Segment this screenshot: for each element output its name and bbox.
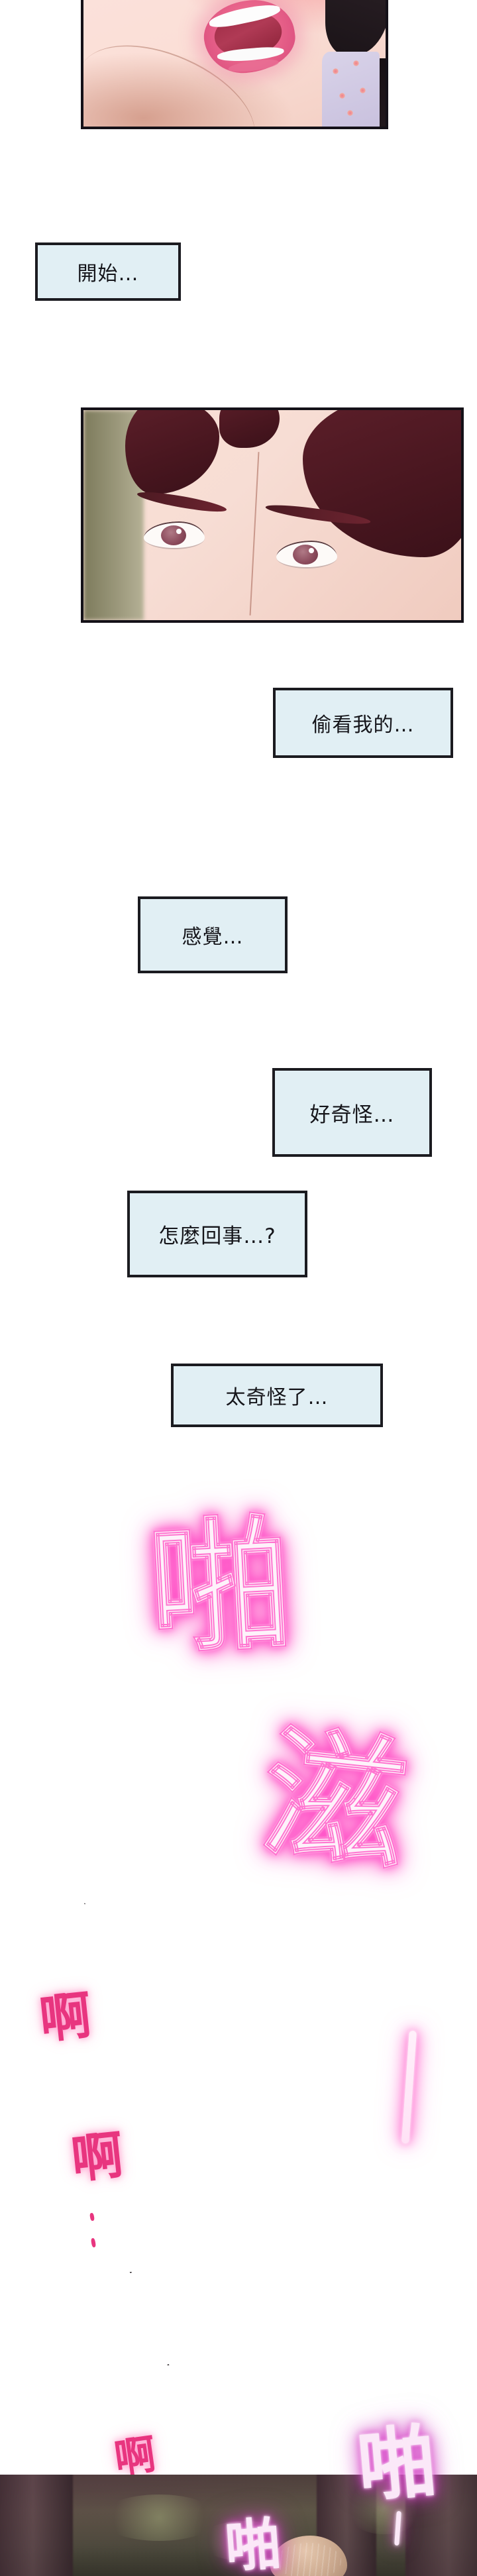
figure-head (270, 2536, 347, 2576)
sfx-long-dash-stroke (401, 2030, 417, 2144)
tree-trunk-left (0, 2475, 73, 2576)
caption-peeking: 偷看我的… (273, 688, 453, 758)
panel-open-mouth-closeup (81, 0, 388, 129)
shout-bubble-aa (46, 1903, 188, 2273)
caption-strange: 好奇怪… (272, 1068, 432, 1157)
shout-tail-dot-lower (90, 2237, 97, 2248)
panel-eyes-closeup (81, 407, 464, 623)
tree-trunk-right (405, 2475, 477, 2576)
floral-fabric (322, 51, 380, 127)
caption-very-strange: 太奇怪了… (171, 1364, 383, 1427)
iris-left (160, 525, 186, 546)
shout-text-a-bottom: 啊 (111, 2430, 159, 2483)
caption-feeling: 感覺… (138, 896, 288, 973)
shout-text-aa-second: 啊 (68, 2125, 127, 2190)
caption-start: 開始… (35, 242, 181, 301)
iris-right (293, 544, 319, 564)
sfx-zi-large: 滋 (254, 1709, 415, 1891)
moss-patch-1 (99, 2495, 219, 2541)
sfx-pa-forest-large: 啪 (354, 2415, 440, 2513)
moss-patch-3 (344, 2481, 424, 2534)
sfx-pa-large: 啪 (144, 1500, 297, 1675)
shout-text-aa-first: 啊 (36, 1986, 95, 2051)
eye-left (144, 521, 205, 549)
sfx-pa-forest-small: 啪 (223, 2511, 284, 2576)
caption-what-is-this: 怎麼回事…? (127, 1191, 307, 1277)
eye-right (276, 540, 337, 568)
